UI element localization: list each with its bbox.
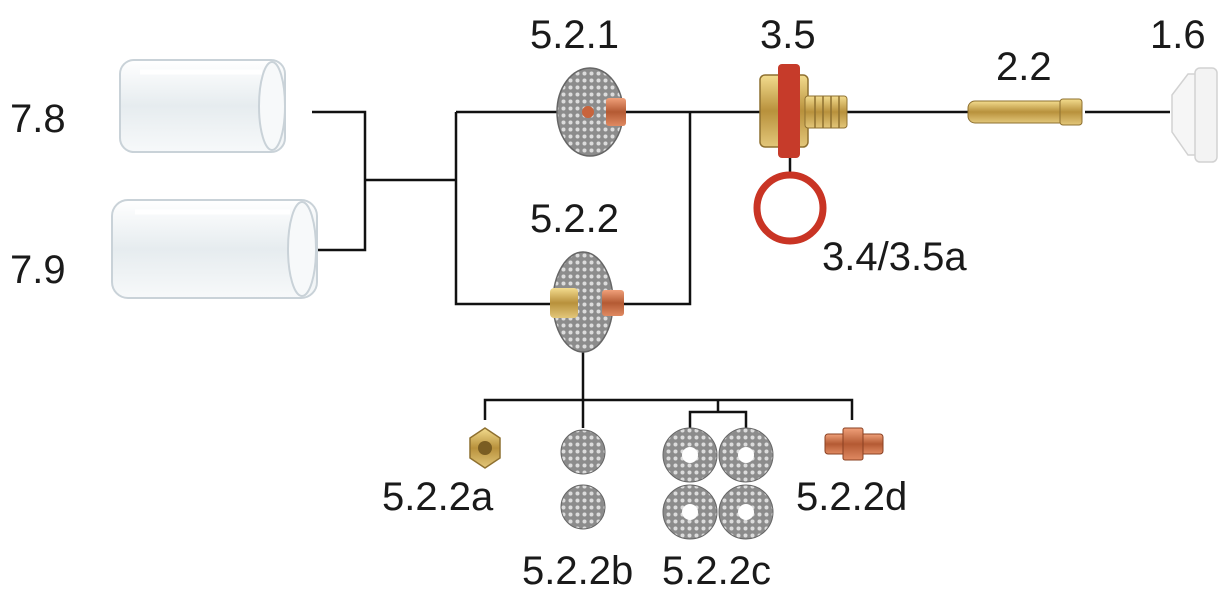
glass-cup-7-8: [119, 59, 286, 153]
label-5-2-2a: 5.2.2a: [382, 475, 494, 519]
body-3-5: [759, 64, 848, 158]
ceramic-cup-1-6: [1171, 67, 1218, 163]
connector-lines: [312, 110, 1170, 428]
o-ring-3-4: [753, 171, 827, 245]
label-7-8: 7.8: [10, 97, 66, 141]
label-5-2-1: 5.2.1: [530, 13, 619, 57]
screens-5-2-2c: [662, 427, 774, 540]
gas-lens-5-2-1: [556, 67, 626, 157]
label-5-2-2d: 5.2.2d: [796, 475, 907, 519]
label-7-9: 7.9: [10, 248, 66, 292]
nut-5-2-2a: [469, 427, 501, 469]
collet-2-2: [967, 98, 1083, 126]
adapter-5-2-2d: [824, 427, 884, 461]
label-3-4-3-5a: 3.4/3.5a: [822, 235, 967, 279]
gas-lens-5-2-2: [550, 251, 624, 353]
label-2-2: 2.2: [996, 45, 1052, 89]
screens-5-2-2b: [560, 429, 606, 530]
label-1-6: 1.6: [1150, 13, 1206, 57]
label-5-2-2b: 5.2.2b: [522, 549, 633, 593]
label-3-5: 3.5: [760, 13, 816, 57]
label-5-2-2: 5.2.2: [530, 197, 619, 241]
label-5-2-2c: 5.2.2c: [662, 549, 771, 593]
glass-cup-7-9: [111, 199, 318, 299]
